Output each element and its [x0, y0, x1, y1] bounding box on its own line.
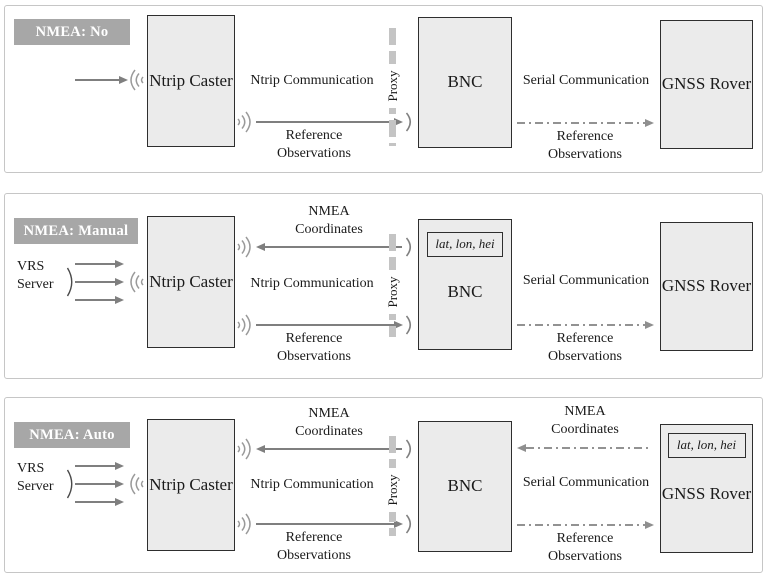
reference-observations-label: Reference Observations: [277, 530, 351, 563]
ntrip-caster-box: Ntrip Caster: [147, 216, 235, 348]
reference-observations-line: [256, 117, 403, 126]
reference-observations-label: Reference Observations: [548, 531, 622, 564]
lat-lon-hei-label: lat, lon, hei: [676, 437, 737, 453]
vrs-stream-arrow: [75, 479, 124, 488]
vrs-arc-icon: [66, 267, 73, 297]
reference-observations-label: Reference Observations: [548, 129, 622, 162]
serial-reference-observations-line: [517, 119, 654, 127]
wifi-waves-icon: [130, 69, 144, 91]
vrs-stream-arrow: [75, 259, 124, 268]
ntrip-caster-label: Ntrip Caster: [149, 474, 233, 494]
serial-reference-observations-line: [517, 521, 654, 529]
nmea-coordinates-line: [256, 242, 402, 251]
nmea-coordinates-label: NMEA Coordinates: [551, 404, 619, 437]
vrs-stream-arrow: [75, 497, 124, 506]
bnc-label: BNC: [447, 72, 483, 92]
signal-arc-icon: [405, 439, 412, 459]
lat-lon-hei-box: lat, lon, hei: [427, 232, 503, 257]
proxy-label: Proxy: [385, 64, 401, 108]
serial-communication-label: Serial Communication: [522, 273, 650, 288]
reference-observations-line: [256, 320, 403, 329]
signal-arc-icon: [405, 237, 412, 257]
ntrip-caster-label: Ntrip Caster: [149, 70, 233, 90]
reference-observations-label: Reference Observations: [277, 331, 351, 364]
serial-communication-label: Serial Communication: [522, 73, 650, 88]
wifi-waves-icon: [237, 438, 251, 460]
reference-observations-line: [256, 519, 403, 528]
gnss-rover-box: GNSS Rover: [660, 20, 753, 149]
panel-nmea-auto: NMEA: Auto VRS Server Ntrip Caster BNC l…: [4, 397, 763, 573]
proxy-label: Proxy: [385, 468, 401, 512]
panel-nmea-manual: NMEA: Manual VRS Server Ntrip Caster lat…: [4, 193, 763, 379]
gnss-rover-label: GNSS Rover: [661, 74, 752, 94]
gnss-rover-label: GNSS Rover: [661, 276, 752, 296]
ntrip-communication-label: Ntrip Communication: [250, 73, 374, 88]
panel-title-badge: NMEA: Manual: [14, 218, 138, 244]
wifi-waves-icon: [130, 271, 144, 293]
ntrip-communication-label: Ntrip Communication: [250, 276, 374, 291]
vrs-stream-arrow: [75, 295, 124, 304]
wifi-waves-icon: [237, 314, 251, 336]
wifi-waves-icon: [237, 111, 251, 133]
serial-reference-observations-line: [517, 321, 654, 329]
lat-lon-hei-label: lat, lon, hei: [435, 236, 495, 252]
bnc-box: lat, lon, hei BNC: [418, 219, 512, 350]
ntrip-caster-box: Ntrip Caster: [147, 15, 235, 147]
reference-observations-label: Reference Observations: [548, 331, 622, 364]
vrs-arc-icon: [66, 469, 73, 499]
panel-nmea-no: NMEA: No Ntrip Caster BNC GNSS Rover Ntr…: [4, 5, 763, 173]
ntrip-communication-label: Ntrip Communication: [250, 477, 374, 492]
gnss-rover-box: GNSS Rover: [660, 222, 753, 351]
gnss-rover-box: lat, lon, hei GNSS Rover: [660, 424, 753, 553]
nmea-coordinates-label: NMEA Coordinates: [295, 204, 363, 237]
ntrip-caster-label: Ntrip Caster: [149, 271, 233, 291]
bnc-box: BNC: [418, 421, 512, 552]
bnc-label: BNC: [447, 476, 483, 496]
proxy-label: Proxy: [385, 270, 401, 314]
wifi-waves-icon: [130, 473, 144, 495]
gnss-rover-label: GNSS Rover: [661, 484, 752, 504]
wifi-waves-icon: [237, 513, 251, 535]
reference-observations-label: Reference Observations: [277, 128, 351, 161]
bnc-label: BNC: [447, 282, 483, 302]
panel-title-badge: NMEA: Auto: [14, 422, 130, 448]
vrs-server-label: VRS Server: [17, 259, 54, 293]
vrs-server-label: VRS Server: [17, 461, 54, 495]
wifi-waves-icon: [237, 236, 251, 258]
bnc-box: BNC: [418, 17, 512, 148]
panel-title-badge: NMEA: No: [14, 19, 130, 45]
nmea-coordinates-label: NMEA Coordinates: [295, 406, 363, 439]
nmea-coordinates-serial-line: [517, 444, 652, 452]
signal-arc-icon: [405, 315, 412, 335]
lat-lon-hei-box: lat, lon, hei: [667, 433, 746, 458]
nmea-coordinates-line: [256, 444, 402, 453]
incoming-stream-arrow: [75, 75, 128, 84]
vrs-stream-arrow: [75, 461, 124, 470]
signal-arc-icon: [405, 514, 412, 534]
vrs-stream-arrow: [75, 277, 124, 286]
serial-communication-label: Serial Communication: [522, 475, 650, 490]
ntrip-caster-box: Ntrip Caster: [147, 419, 235, 551]
signal-arc-icon: [405, 112, 412, 132]
